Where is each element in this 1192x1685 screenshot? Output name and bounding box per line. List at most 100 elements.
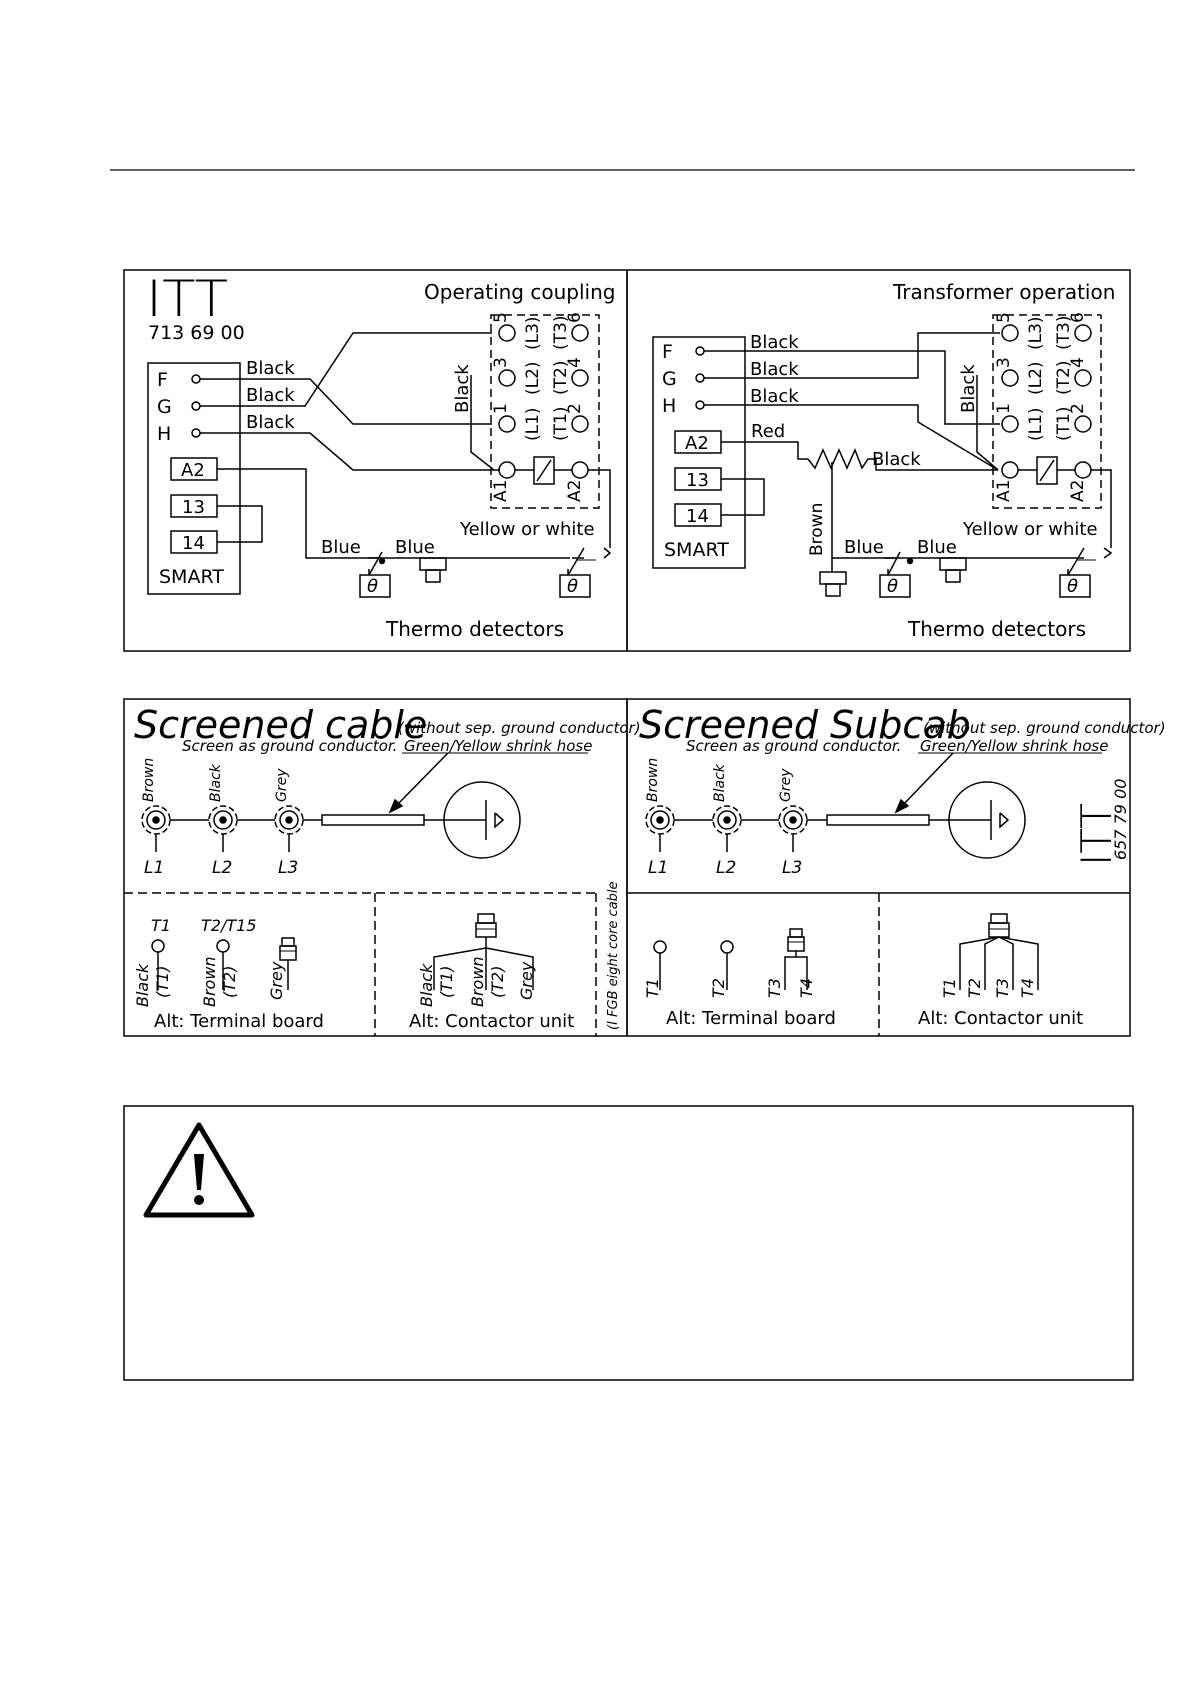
cu-t1p: (T1) (437, 966, 456, 998)
note: (without sep. ground conductor) (398, 719, 641, 737)
note: (without sep. ground conductor) (923, 719, 1166, 737)
coil-diag (536, 459, 552, 482)
tb-grey: Grey (267, 961, 286, 1000)
theta-symbol: θ (887, 576, 898, 597)
subtitle-hose: Green/Yellow shrink hose (404, 737, 592, 755)
label-l1: L1 (144, 858, 164, 878)
panel-frame (626, 269, 1131, 652)
label-t1: (T1) (1054, 407, 1074, 441)
label-l3: L3 (782, 858, 802, 878)
cu-black: Black (417, 963, 436, 1007)
wire-label-brown: Brown (807, 503, 827, 556)
label-c3: 3 (491, 357, 511, 368)
label-c5: 5 (994, 312, 1014, 323)
wire-label-vertical: Black (452, 364, 473, 413)
wire-vert-black (470, 375, 495, 471)
label-c6: 6 (565, 312, 585, 323)
coax-core-1 (141, 805, 171, 852)
tb-brown: Brown (200, 956, 219, 1007)
smart-box (652, 336, 746, 569)
coax-core-1 (645, 805, 675, 852)
cu-grey: Grey (517, 961, 536, 1000)
subtitle-screen: Screen as ground conductor. (182, 737, 397, 755)
contact-a1 (1001, 461, 1019, 479)
label-l1: (L1) (523, 407, 543, 441)
hose-arrow (899, 752, 954, 809)
label-c6: 6 (1068, 312, 1088, 323)
label-t2: (T2) (1054, 361, 1074, 395)
panel-title: Operating coupling (424, 280, 615, 304)
label-t1: (T1) (551, 407, 571, 441)
label-ca1: A1 (994, 480, 1014, 502)
label-c2: 2 (565, 403, 585, 414)
tb-plug (279, 937, 297, 990)
tb-t2: T2 (709, 978, 728, 998)
cu-t1: T1 (940, 978, 959, 998)
label-14: 14 (182, 533, 205, 554)
wire-label-blue-1: Blue (321, 537, 361, 558)
part-number: 657 79 00 (1111, 779, 1130, 860)
wire-label-blue-2: Blue (917, 537, 957, 558)
wire-label-yellow: Yellow or white (962, 519, 1098, 540)
wire-g (704, 332, 1000, 379)
bridge-13-14 (217, 505, 263, 543)
shrink-hose (826, 814, 930, 826)
label-l3: L3 (278, 858, 298, 878)
tb-terminal-1 (151, 939, 165, 953)
coax-core-2 (208, 805, 238, 852)
wire-g (200, 332, 492, 407)
label-a2: A2 (181, 460, 205, 481)
brand-logo-itt: ITT (146, 270, 228, 328)
label-c4: 4 (1068, 357, 1088, 368)
warning-frame (123, 1105, 1134, 1381)
wire-label-blue-2: Blue (395, 537, 435, 558)
wire-f (704, 350, 1000, 425)
label-ca2: A2 (565, 480, 585, 502)
thermo-plug-left (819, 571, 847, 597)
label-c4: 4 (565, 357, 585, 368)
brand-logo-itt: ITT (1072, 803, 1121, 866)
terminal-h (695, 400, 705, 410)
panel-title: Screened cable (134, 703, 427, 747)
contact-1 (498, 415, 516, 433)
wire-label-yellow: Yellow or white (459, 519, 595, 540)
warning-box (123, 1105, 1134, 1381)
label-f: F (157, 369, 168, 391)
contactor-box (992, 314, 1102, 509)
core-grey: Grey (274, 768, 290, 802)
resistor (807, 448, 998, 471)
tb-t4: T4 (797, 978, 816, 998)
label-t3: (T3) (1054, 316, 1074, 350)
label-smart: SMART (159, 566, 224, 588)
label-h: H (157, 423, 171, 445)
cu-brown: Brown (468, 956, 487, 1007)
coax-core-3 (778, 805, 808, 852)
wire-a2-red (721, 441, 808, 460)
thermo-switch-1: θ (359, 551, 391, 598)
wire-vert-black (976, 375, 999, 471)
tb-t1: T1 (643, 978, 662, 998)
thermo-switch-2: θ (1059, 547, 1113, 598)
label-c2: 2 (1068, 403, 1088, 414)
alt-terminal-board: Alt: Terminal board (666, 1008, 836, 1029)
diagram-screened-subcab: Screened Subcab (without sep. ground con… (626, 698, 1166, 1037)
core-grey: Grey (778, 768, 794, 802)
core-brown: Brown (645, 758, 661, 802)
label-l3: (L3) (523, 316, 543, 350)
wire-label-blue-1: Blue (844, 537, 884, 558)
coax-core-2 (712, 805, 742, 852)
contact-2 (1074, 415, 1092, 433)
label-a2: A2 (685, 433, 709, 454)
contact-5 (498, 324, 516, 342)
ground-symbol (948, 781, 1026, 859)
wire-label-black-res: Black (872, 449, 921, 470)
wire-label-h: Black (246, 412, 295, 433)
diagram-screened-cable: Screened cable (without sep. ground cond… (123, 698, 641, 1037)
terminal-h (191, 428, 201, 438)
thermo-switch-2: θ (559, 547, 612, 598)
theta-symbol: θ (367, 576, 378, 597)
contact-1 (1001, 415, 1019, 433)
subtitle-screen: Screen as ground conductor. (686, 737, 901, 755)
core-brown: Brown (141, 758, 157, 802)
theta-symbol: θ (1067, 576, 1078, 597)
